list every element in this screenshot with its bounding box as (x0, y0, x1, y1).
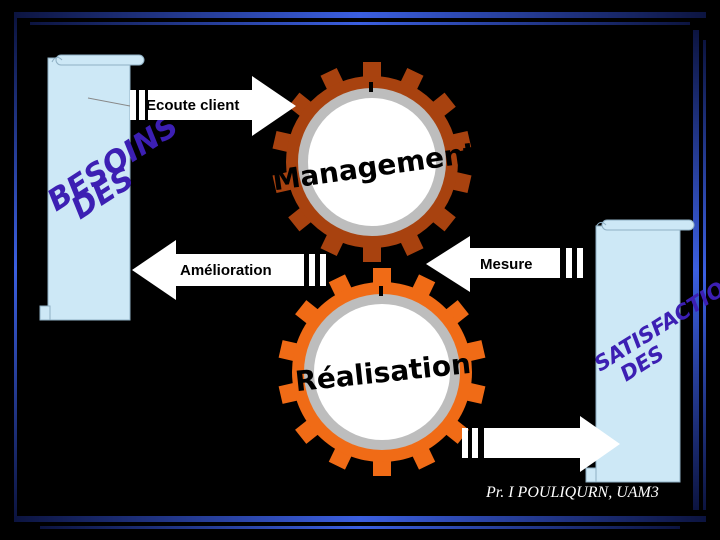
realisation-gear: Réalisation (278, 268, 486, 476)
output-arrow (462, 416, 620, 472)
slide-frame (14, 12, 706, 529)
mesure-arrow (426, 236, 583, 292)
management-gear: Management (270, 62, 479, 262)
ecoute-client-label: Ecoute client (146, 97, 240, 114)
besoins-scroll: BESOINS DES (39, 54, 185, 321)
author-credit: Pr. I POULIQURN, UAM3 (486, 484, 659, 501)
mesure-label: Mesure (480, 256, 533, 273)
amelioration-label: Amélioration (180, 262, 272, 279)
amelioration-arrow (132, 240, 326, 300)
ecoute-client-arrow (130, 76, 296, 136)
